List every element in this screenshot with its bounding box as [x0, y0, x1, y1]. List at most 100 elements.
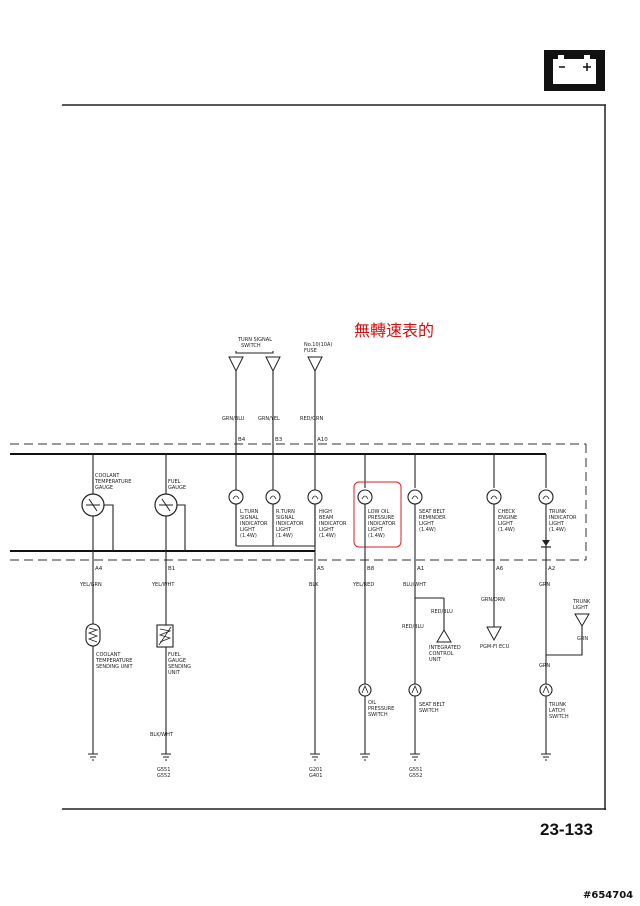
svg-text:SWITCH: SWITCH — [419, 708, 439, 714]
ground-label-g551-b: G551 — [409, 767, 422, 773]
wire-blk-wht: BLK/WHT — [150, 732, 174, 738]
battery-icon — [544, 50, 605, 91]
svg-text:CONTROL: CONTROL — [429, 651, 454, 657]
coolant-gauge-label-3: GAUGE — [95, 485, 113, 491]
svg-text:SEAT BELT: SEAT BELT — [419, 702, 446, 708]
svg-text:LIGHT: LIGHT — [319, 527, 335, 533]
svg-text:CHECK: CHECK — [498, 509, 516, 515]
pin-a2: A2 — [548, 566, 555, 572]
label-highbeam: HIGH BEAM INDICATOR LIGHT (1.4W) — [319, 509, 347, 539]
trunk-latch-switch-symbol — [539, 683, 553, 697]
svg-text:INDICATOR: INDICATOR — [368, 521, 396, 527]
fuel-unit-label: FUEL GAUGE SENDING UNIT — [168, 652, 191, 676]
label-seatbelt: SEAT BELT REMINDER LIGHT (1.4W) — [419, 509, 446, 533]
label-lowoil: LOW OIL PRESSURE INDICATOR LIGHT (1.4W) — [368, 509, 396, 539]
pin-a1: A1 — [417, 566, 424, 572]
wire-grn-trunk: GRN — [539, 582, 550, 588]
svg-text:UNIT: UNIT — [429, 657, 442, 663]
svg-text:(1.4W): (1.4W) — [240, 533, 257, 539]
coolant-sending-unit-symbol — [85, 623, 101, 647]
svg-text:LIGHT: LIGHT — [276, 527, 292, 533]
ground-symbol-main — [310, 753, 320, 761]
svg-text:R.TURN: R.TURN — [276, 509, 295, 515]
pin-b4: B4 — [238, 437, 246, 443]
svg-text:COOLANT: COOLANT — [96, 652, 121, 658]
turn-switch-terminal-right — [265, 356, 281, 373]
ground-label-g201: G201 — [309, 767, 322, 773]
pin-a10: A10 — [317, 437, 328, 443]
svg-text:PRESSURE: PRESSURE — [368, 706, 394, 712]
svg-text:GAUGE: GAUGE — [168, 658, 186, 664]
bulb-trunk — [538, 489, 554, 505]
coolant-gauge-label-2: TEMPERATURE — [94, 479, 131, 485]
lowoil-highlight-box — [353, 481, 402, 548]
wire-yel-wht: YEL/WHT — [151, 582, 175, 588]
annotation-box — [350, 320, 510, 370]
ground-label-g552-b: G552 — [409, 773, 422, 779]
ground-label-g401: G401 — [309, 773, 322, 779]
svg-text:INDICATOR: INDICATOR — [549, 515, 577, 521]
wire-yel-grn: YEL/GRN — [79, 582, 102, 588]
watermark-id: #654704 — [583, 890, 634, 901]
coolant-gauge-label-1: COOLANT — [95, 473, 120, 479]
svg-text:PRESSURE: PRESSURE — [368, 515, 394, 521]
svg-text:SENDING UNIT: SENDING UNIT — [96, 664, 133, 670]
seatbelt-switch-symbol — [408, 683, 422, 697]
fuse-terminal — [307, 356, 323, 373]
svg-text:ENGINE: ENGINE — [498, 515, 517, 521]
ground-symbol-coolant — [88, 753, 98, 761]
oil-pressure-switch-symbol — [358, 683, 372, 697]
svg-text:SENDING: SENDING — [168, 664, 191, 670]
pin-a6: A6 — [496, 566, 504, 572]
wire-blu-wht: BLU/WHT — [403, 582, 427, 588]
svg-text:SWITCH: SWITCH — [549, 714, 569, 720]
pin-b3: B3 — [275, 437, 283, 443]
wire-label-red-grn: RED/GRN — [300, 416, 324, 422]
pgm-terminal — [486, 626, 502, 642]
ground-symbol-trunk — [541, 753, 551, 761]
svg-text:INTEGRATED: INTEGRATED — [429, 645, 461, 651]
fuel-gauge-label-2: GAUGE — [168, 485, 186, 491]
wire-grn-latch: GRN — [539, 663, 550, 669]
svg-text:(1.4W): (1.4W) — [549, 527, 566, 533]
svg-text:BEAM: BEAM — [319, 515, 333, 521]
trunk-diode — [542, 540, 550, 546]
svg-text:INDICATOR: INDICATOR — [319, 521, 347, 527]
chinese-annotation: 無轉速表的 — [354, 321, 435, 340]
label-rturn: R.TURN SIGNAL INDICATOR LIGHT (1.4W) — [276, 509, 304, 539]
wire-grn-trunklight: GRN — [577, 636, 588, 642]
ground-symbol-fuel — [161, 753, 171, 761]
icu-terminal — [436, 629, 452, 643]
fuel-sending-unit-symbol — [156, 624, 174, 648]
oil-switch-label: OIL PRESSURE SWITCH — [368, 700, 394, 718]
ground-symbol-seatbelt — [410, 753, 420, 761]
wire-grn-orn: GRN/ORN — [481, 597, 505, 603]
coolant-gauge-symbol — [81, 493, 114, 551]
wire-blk: BLK — [309, 582, 319, 588]
svg-text:OIL: OIL — [368, 700, 376, 706]
svg-text:LATCH: LATCH — [549, 708, 565, 714]
ground-label-g552-a: G552 — [157, 773, 170, 779]
wire-yel-red: YEL/RED — [352, 582, 374, 588]
svg-text:(1.4W): (1.4W) — [498, 527, 515, 533]
label-lturn: L.TURN SIGNAL INDICATOR LIGHT (1.4W) — [240, 509, 268, 539]
bulb-check — [486, 489, 502, 505]
bulb-highbeam — [307, 489, 323, 505]
fuel-gauge-label-1: FUEL — [168, 479, 181, 485]
svg-text:LIGHT: LIGHT — [573, 605, 589, 611]
svg-text:SIGNAL: SIGNAL — [240, 515, 259, 521]
trunk-switch-label: TRUNK LATCH SWITCH — [548, 702, 569, 720]
svg-text:TRUNK: TRUNK — [548, 509, 567, 515]
bulb-lowoil — [357, 489, 373, 505]
svg-text:FUEL: FUEL — [168, 652, 181, 658]
pgm-label: PGM-FI ECU — [480, 644, 510, 650]
svg-text:(1.4W): (1.4W) — [368, 533, 385, 539]
trunk-light-terminal — [574, 613, 590, 627]
turn-switch-terminal-left — [228, 356, 244, 373]
turn-switch-label-1: TURN SIGNAL — [237, 337, 272, 343]
svg-text:(1.4W): (1.4W) — [319, 533, 336, 539]
svg-text:(1.4W): (1.4W) — [276, 533, 293, 539]
svg-text:(1.4W): (1.4W) — [419, 527, 436, 533]
coolant-unit-label: COOLANT TEMPERATURE SENDING UNIT — [95, 652, 133, 670]
page-number: 23-133 — [540, 820, 593, 839]
